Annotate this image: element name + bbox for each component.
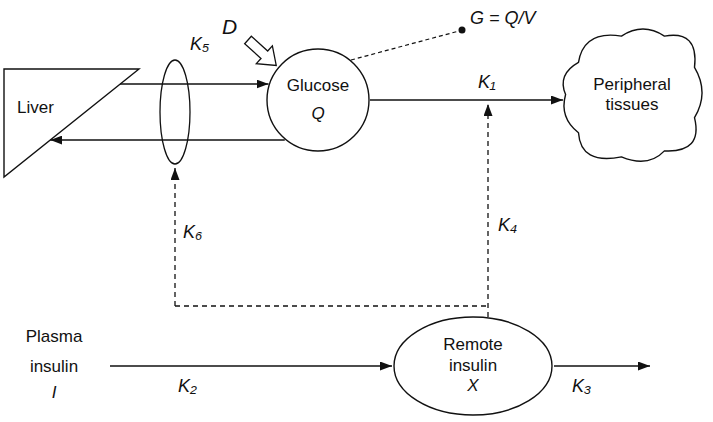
flow-arrow	[554, 365, 650, 366]
liver-triangle: Liver	[3, 68, 140, 178]
rate-constant: K₄	[498, 215, 517, 237]
flow-arrow	[370, 99, 563, 100]
node-content: Remote insulinX	[393, 316, 553, 416]
output-label: G = Q/V	[470, 8, 536, 30]
cloud-outline	[563, 29, 702, 161]
node-symbol: X	[467, 376, 478, 396]
node-title: Peripheral tissues	[584, 75, 680, 116]
triangle-outline	[3, 68, 140, 178]
flow-arrow	[110, 365, 392, 366]
rate-constant: K₅	[190, 34, 209, 56]
input-name: Plasma insulin	[6, 322, 102, 382]
control-line	[175, 305, 488, 306]
node-title: Liver	[17, 98, 54, 118]
insulin-compartment: Remote insulinX	[393, 316, 553, 416]
node-content: Peripheral tissues	[557, 22, 707, 168]
liver-outline	[4, 69, 139, 177]
node-content: Liver	[17, 98, 54, 118]
flow-arrow	[50, 139, 284, 140]
compartment-outline	[394, 317, 552, 415]
node-title: Remote insulin	[433, 335, 513, 376]
glucose-compartment: GlucoseQ	[266, 48, 370, 152]
tissue-cloud: Peripheral tissues	[557, 22, 707, 168]
rate-constant: K₂	[178, 376, 197, 398]
input-label: D	[222, 14, 237, 39]
control-line	[487, 104, 488, 317]
node-symbol: Q	[311, 104, 324, 124]
rate-constant: K₁	[476, 72, 498, 94]
compartment-outline	[267, 49, 369, 151]
input-symbol: I	[6, 383, 102, 403]
ellipse-outline	[266, 48, 370, 152]
control-line	[174, 168, 175, 306]
rate-constant: K₃	[572, 376, 591, 398]
flow-arrow	[120, 83, 268, 84]
node-content: GlucoseQ	[266, 48, 370, 152]
rate-constant: K₆	[183, 222, 202, 244]
measurement-dot	[459, 27, 466, 34]
measurement-leader	[351, 31, 459, 60]
flux-loop	[160, 60, 190, 164]
node-title: Glucose	[287, 76, 349, 96]
